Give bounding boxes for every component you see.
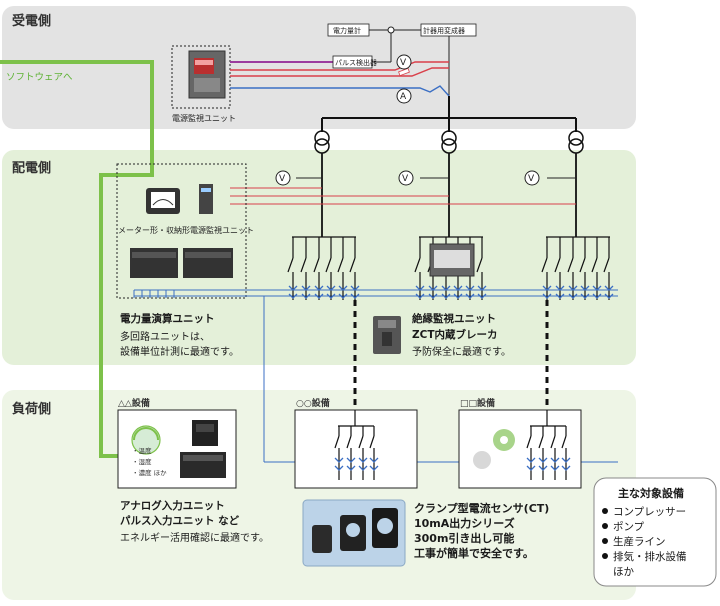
receiving-side-title: 受電側: [12, 13, 51, 29]
breaker-group-1: [287, 236, 356, 300]
calc-unit-device-2: [183, 248, 233, 278]
ct-sensor-line1: クランプ型電流センサ(CT): [414, 501, 549, 515]
circle-equipment-box: [294, 409, 418, 489]
dist-voltmeter-letter-1: V: [279, 174, 286, 184]
square-equipment-label: □□設備: [460, 397, 495, 409]
circle-equipment-breakers: [334, 410, 375, 480]
calc-unit-line2: 設備単位計測に最適です。: [120, 345, 239, 358]
load-side-title: 負荷側: [12, 401, 51, 417]
calc-unit-device-1: [130, 248, 178, 278]
target-item-exhaust: 排気・排水設備: [613, 550, 687, 563]
target-item-pump: ポンプ: [613, 521, 645, 533]
square-equipment-ct-marks: [526, 457, 571, 471]
insulation-unit-line: 予防保全に最適です。: [412, 345, 511, 358]
circle-equipment-ct-marks: [334, 457, 379, 471]
ct-sensor-line4: 工事が簡単で安全です。: [414, 546, 534, 560]
voltmeter-letter: V: [400, 58, 407, 68]
analog-unit-line2: パルス入力ユニット など: [120, 514, 240, 527]
load-feeder-dashed-lines: [353, 300, 549, 426]
transformer-2: [441, 130, 457, 154]
calc-unit-title: 電力量演算ユニット: [120, 312, 215, 325]
analog-unit-line1: アナログ入力ユニット: [120, 499, 225, 512]
power-monitor-unit-box: [171, 45, 231, 109]
distribution-feeders: [321, 153, 577, 237]
meter-unit-label: メーター形・収納形電源監視ユニット: [118, 225, 254, 235]
power-monitor-unit-label: 電源監視ユニット: [172, 113, 236, 123]
current-signal-line: [230, 85, 450, 97]
distribution-side-title: 配電側: [12, 160, 51, 176]
meter-unit-box: [116, 163, 247, 299]
analog-unit-line3: エネルギー活用確認に最適です。: [120, 531, 269, 544]
circle-equipment-label: ○○設備: [296, 397, 330, 409]
voltmeter-symbol: [396, 54, 412, 70]
main-bus: [321, 96, 577, 132]
target-equipment-box: [593, 477, 717, 587]
insulation-unit-title2: ZCT内蔵ブレーカ: [412, 328, 497, 341]
target-bullets: [602, 508, 608, 559]
dist-voltmeter-letter-2: V: [402, 174, 409, 184]
analog-input-device-2: [180, 452, 226, 478]
distribution-voltmeters: [275, 170, 540, 186]
sensor-label-concentration: ・濃度 ほか: [132, 468, 167, 477]
distribution-voltage-taps: [230, 177, 576, 205]
distribution-ct-marks: [288, 285, 614, 299]
instrument-transformer-label: 計器用変成器: [423, 26, 465, 35]
distribution-ct-signal-lines: [133, 289, 618, 463]
analog-input-device-1: [192, 420, 218, 446]
power-meter-label: 電力量計: [333, 26, 361, 35]
triangle-equipment-label: △△設備: [118, 397, 150, 409]
sensor-label-temperature: ・温度: [132, 446, 152, 455]
meter-type-monitor-icon: [146, 188, 180, 214]
target-item-extra: ほか: [613, 566, 634, 578]
software-connection-line: [0, 60, 154, 458]
transformer-1: [314, 130, 330, 154]
clamp-ct-sensor-photo: [302, 499, 406, 567]
breaker-group-3: [541, 236, 610, 300]
ct-sensor-line2: 10mA出力シリーズ: [414, 516, 515, 530]
rack-type-monitor-icon: [199, 184, 213, 214]
pulse-detector-label: パルス検出器: [335, 58, 377, 67]
receiving-side-panel: [2, 6, 636, 129]
power-monitor-device-icon: [188, 50, 226, 99]
software-link-label: ソフトウェアへ: [6, 72, 73, 83]
gear-icon: [473, 429, 515, 469]
transformer-3: [568, 130, 584, 154]
target-equipment-title: 主な対象設備: [618, 486, 684, 500]
zct-breaker-icon: [373, 316, 401, 354]
ammeter-letter: A: [400, 92, 407, 102]
sensor-label-humidity: ・湿度: [132, 457, 152, 466]
square-equipment-box: [458, 409, 582, 489]
insulation-unit-title1: 絶縁監視ユニット: [412, 312, 496, 325]
target-item-production-line: 生産ライン: [613, 535, 666, 548]
gauge-icon: [131, 425, 161, 455]
square-equipment-breakers: [526, 410, 567, 480]
calc-unit-line1: 多回路ユニットは、: [120, 330, 210, 343]
target-item-compressor: コンプレッサー: [613, 506, 686, 518]
insulation-monitor-device-icon: [429, 243, 475, 277]
ct-sensor-line3: 300m引き出し可能: [414, 531, 514, 545]
dist-voltmeter-letter-3: V: [528, 174, 535, 184]
ammeter-symbol: [396, 88, 412, 104]
